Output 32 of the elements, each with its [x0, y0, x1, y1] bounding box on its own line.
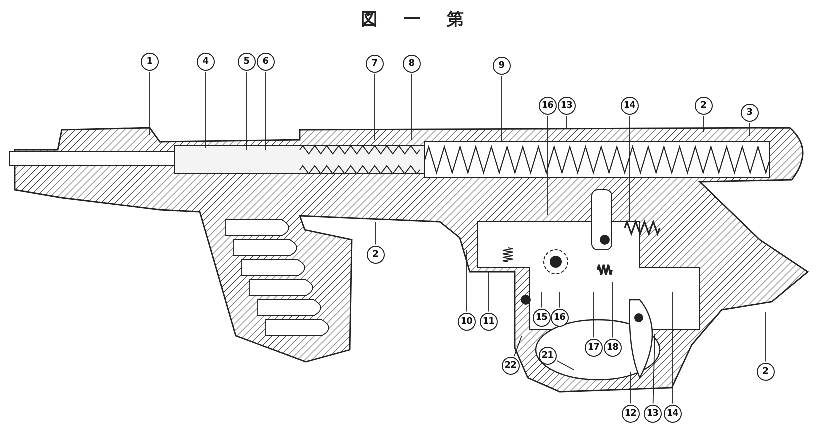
callout-number: 3 [740, 104, 759, 122]
callout-number: 14 [664, 404, 682, 423]
leader-line [466, 250, 468, 312]
leader-line [556, 360, 574, 370]
callout-number: 14 [620, 96, 639, 115]
leader-line [246, 72, 248, 150]
leader-line [630, 372, 632, 404]
leader-line [612, 282, 614, 338]
callout-number: 2 [694, 96, 713, 115]
callout-number: 7 [366, 54, 384, 73]
callout-number: 2 [366, 246, 385, 264]
callout-number: 16 [538, 96, 557, 115]
callout-number: 13 [558, 96, 576, 115]
callout-number: 9 [492, 56, 511, 75]
callout-number: 11 [480, 312, 498, 331]
leader-line [488, 272, 490, 312]
leader-line [566, 116, 568, 128]
callout-number: 10 [458, 312, 476, 331]
callout-number: 1 [140, 52, 159, 71]
leader-line [652, 334, 656, 404]
callout-number: 13 [644, 404, 662, 423]
callout-number: 4 [196, 52, 215, 71]
callout-number: 12 [622, 404, 640, 423]
callout-number: 2 [756, 362, 775, 381]
leader-line [374, 74, 376, 140]
figure-title: 図 一 第 [361, 10, 474, 30]
leader-line [672, 292, 674, 404]
callout-number: 22 [502, 356, 520, 375]
leader-line [514, 336, 522, 357]
callout-number: 5 [238, 52, 256, 71]
callout-number: 6 [256, 52, 275, 71]
callout-number: 8 [402, 54, 421, 73]
